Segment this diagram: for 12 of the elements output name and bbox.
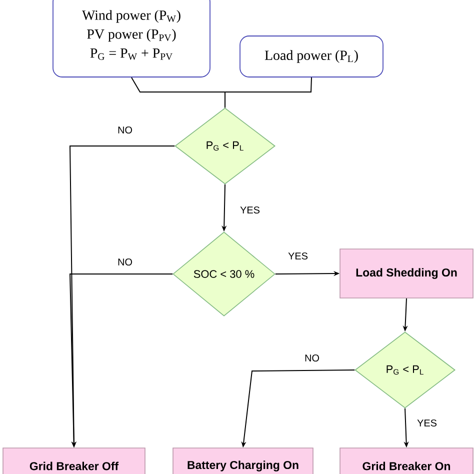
edge-label: NO — [116, 125, 134, 135]
process-box: Grid Breaker On — [340, 448, 474, 474]
edge-label: YES — [287, 251, 309, 261]
input-box: Wind power (P$_{W}$) PV power (P$_{PV}$) P$_{G}$ = P$_{W}$ + P$_{PV}$ — [52, 0, 210, 78]
input-box: Load power (P$_{L}$) — [240, 36, 384, 78]
process-box: Grid Breaker Off — [2, 448, 146, 474]
process-box: Load Shedding On — [340, 248, 474, 298]
process-box: Battery Charging On — [172, 448, 314, 474]
edge-label: YES — [239, 205, 261, 215]
edge-label: NO — [116, 257, 134, 267]
edge-label: NO — [304, 353, 320, 363]
edge-label: YES — [416, 418, 438, 428]
